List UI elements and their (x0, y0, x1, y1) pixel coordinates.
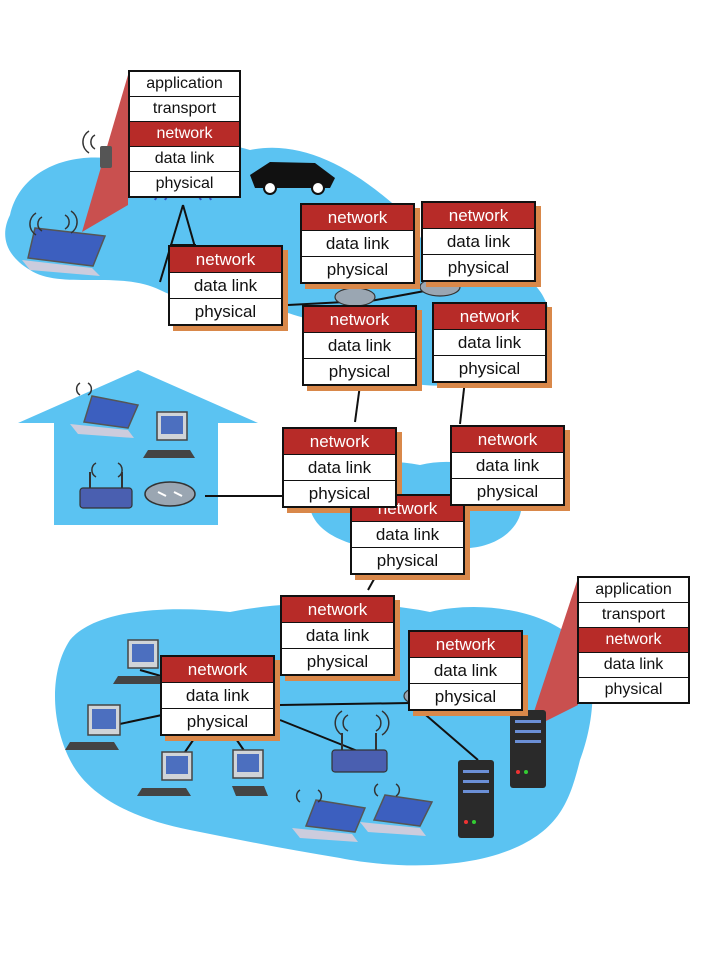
network-layer: network (579, 627, 688, 652)
physical-layer: physical (282, 648, 393, 674)
data-link-layer: data link (452, 452, 563, 478)
physical-layer: physical (170, 298, 281, 324)
transport-layer: transport (130, 96, 239, 121)
server-callout-wedge (528, 578, 578, 730)
transport-layer: transport (579, 602, 688, 627)
data-link-layer: data link (434, 329, 545, 355)
network-layer: network (410, 632, 521, 657)
laptop-icon (360, 794, 434, 836)
server-icon (458, 760, 494, 838)
router-protocol-stack: network data link physical (168, 245, 288, 331)
server-protocol-stack: application transport network data link … (577, 576, 690, 704)
network-layer: network (130, 121, 239, 146)
router-protocol-stack: network data link physical (450, 425, 570, 511)
physical-layer: physical (423, 254, 534, 280)
router-icon (334, 287, 376, 307)
data-link-layer: data link (170, 272, 281, 298)
router-protocol-stack: network data link physical (421, 201, 541, 287)
network-layer: network (282, 597, 393, 622)
phone-icon (100, 146, 112, 168)
desktop-computer-icon (137, 751, 193, 796)
physical-layer: physical (284, 480, 395, 506)
data-link-layer: data link (410, 657, 521, 683)
router-protocol-stack: network data link physical (300, 203, 420, 289)
application-layer: application (146, 75, 223, 92)
car-icon (250, 162, 335, 195)
server-icon (510, 710, 546, 788)
physical-layer: physical (579, 677, 688, 702)
physical-layer: physical (130, 171, 239, 196)
physical-layer: physical (162, 708, 273, 734)
home-icon (18, 370, 258, 525)
physical-layer: physical (352, 547, 463, 573)
network-layer: network (302, 205, 413, 230)
wireless-access-point-icon (79, 472, 133, 509)
router-protocol-stack: network data link physical (160, 655, 280, 741)
wireless-access-point-icon (331, 733, 388, 773)
laptop-icon (292, 799, 367, 842)
router-protocol-stack: network data link physical (280, 595, 400, 681)
laptop-icon (22, 227, 107, 276)
network-layer: network (170, 247, 281, 272)
data-link-layer: data link (162, 682, 273, 708)
network-layer: network (304, 307, 415, 332)
host-protocol-stack: application transport network data link … (128, 70, 241, 198)
network-layer: network (434, 304, 545, 329)
router-protocol-stack: network data link physical (432, 302, 552, 388)
desktop-computer-icon (143, 411, 195, 458)
physical-layer: physical (434, 355, 545, 381)
laptop-icon (70, 395, 140, 438)
data-link-layer: data link (304, 332, 415, 358)
physical-layer: physical (452, 478, 563, 504)
desktop-computer-icon (65, 704, 121, 750)
physical-layer: physical (410, 683, 521, 709)
wireless-signal (29, 130, 401, 803)
data-link-layer: data link (352, 521, 463, 547)
data-link-layer: data link (284, 454, 395, 480)
router-protocol-stack: network data link physical (282, 427, 402, 513)
data-link-layer: data link (423, 228, 534, 254)
router-icon (144, 481, 196, 507)
network-layer: network (284, 429, 395, 454)
data-link-layer: data link (282, 622, 393, 648)
physical-layer: physical (302, 256, 413, 282)
data-link-layer: data link (130, 146, 239, 171)
router-protocol-stack: network data link physical (408, 630, 528, 716)
data-link-layer: data link (302, 230, 413, 256)
network-layer: network (162, 657, 273, 682)
desktop-computer-icon (232, 749, 268, 796)
application-layer: application (595, 581, 672, 598)
network-layer: network (423, 203, 534, 228)
physical-layer: physical (304, 358, 415, 384)
router-protocol-stack: network data link physical (350, 494, 470, 580)
data-link-layer: data link (579, 652, 688, 677)
desktop-computer-icon (113, 639, 165, 684)
network-layer: network (452, 427, 563, 452)
router-protocol-stack: network data link physical (302, 305, 422, 391)
